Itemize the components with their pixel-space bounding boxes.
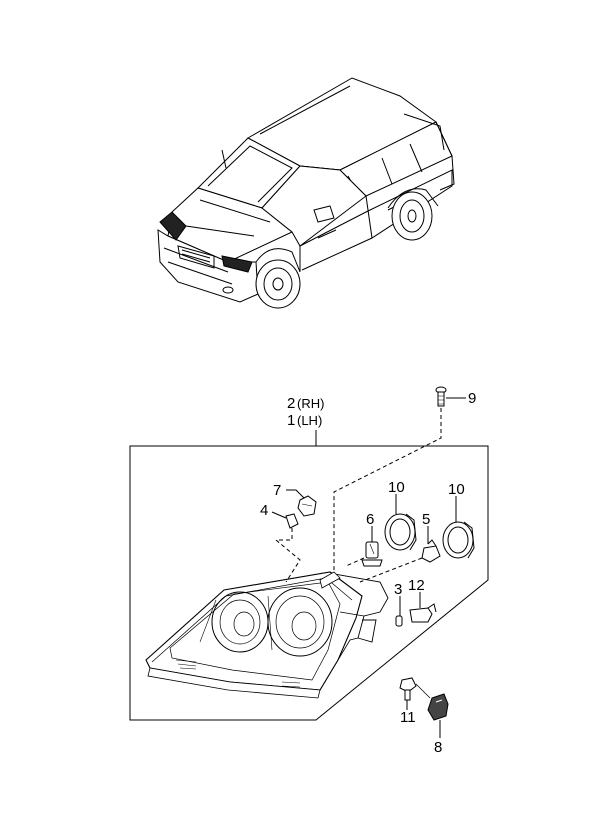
part-8-bracket <box>427 693 449 721</box>
part-10-cap-right <box>442 521 475 559</box>
assembly-rh-number: 2 <box>287 395 295 412</box>
callout-7-leader <box>286 489 305 499</box>
callout-8-label: 8 <box>434 739 442 756</box>
callout-4-leader <box>271 511 287 519</box>
callout-9-label: 9 <box>468 390 476 407</box>
part-11-bolt <box>399 677 417 701</box>
vehicle-illustration <box>157 77 455 309</box>
callout-4-label: 4 <box>260 502 268 519</box>
part-6-bulb <box>361 541 383 567</box>
assembly-rh-suffix: (RH) <box>297 396 324 411</box>
callout-3-label: 3 <box>394 581 402 598</box>
part-10-cap-left <box>384 513 417 551</box>
callout-11-label: 11 <box>400 709 416 726</box>
part-9-adjuster-screw <box>435 386 447 407</box>
callout-5-label: 5 <box>422 511 430 528</box>
callout-10b-label: 10 <box>448 481 465 498</box>
part-12-socket <box>409 603 437 623</box>
headlamp-housing <box>145 571 389 699</box>
assembly-lh-number: 1 <box>287 412 295 429</box>
part-4-dashed-path <box>274 528 301 583</box>
part-4-screw <box>285 513 299 529</box>
part-7-clip <box>297 495 317 517</box>
part-11-8-link <box>415 683 431 699</box>
callout-12-label: 12 <box>408 577 425 594</box>
part-5-bulb <box>421 539 441 563</box>
assembly-frame <box>129 445 489 721</box>
part-3-small-bulb <box>395 615 403 627</box>
part-6-dashed-path <box>345 557 365 567</box>
assembly-label: 2 (RH) 1 (LH) <box>287 395 324 446</box>
assembly-lh-suffix: (LH) <box>297 413 322 428</box>
callout-10a-label: 10 <box>388 479 405 496</box>
part-9-dashed-path <box>333 408 442 572</box>
callout-6-label: 6 <box>366 511 374 528</box>
callout-7-label: 7 <box>273 482 281 499</box>
